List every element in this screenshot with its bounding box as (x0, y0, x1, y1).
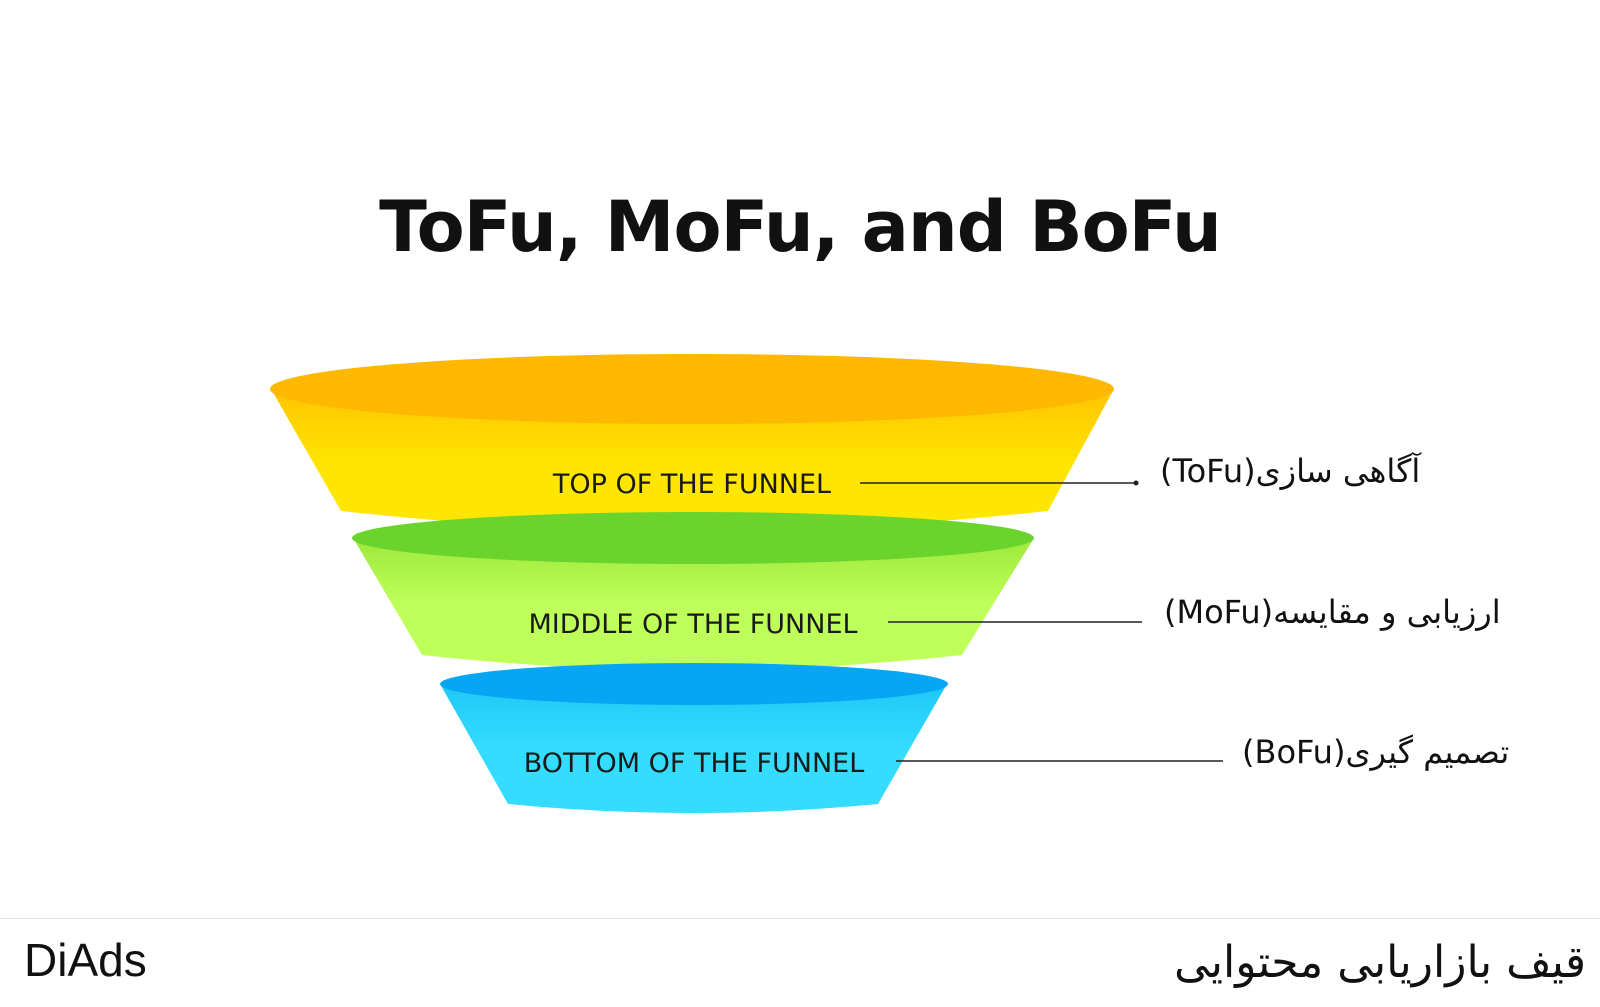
stage-label-bottom: BOTTOM OF THE FUNNEL (524, 748, 865, 779)
brand-logo-text: DiAds (24, 934, 147, 986)
stage-label-middle: MIDDLE OF THE FUNNEL (528, 609, 857, 640)
annotation-bofu: تصمیم گیری(BoFu) (1242, 733, 1510, 771)
funnel-section-bottom: BOTTOM OF THE FUNNEL (440, 663, 948, 813)
funnel-section-top: TOP OF THE FUNNEL (270, 354, 1114, 531)
stage-label-top: TOP OF THE FUNNEL (552, 469, 831, 500)
annotation-tofu: آگاهی سازی(ToFu) (1160, 452, 1421, 490)
funnel-body-middle (353, 538, 1034, 670)
funnel-diagram: TOP OF THE FUNNEL MIDDLE OF THE FUNNEL B… (270, 354, 1223, 813)
funnel-rim-top (270, 354, 1114, 424)
leader-dot-top (1133, 480, 1139, 486)
footer-bar: DiAds قیف بازاریابی محتوایی (0, 918, 1600, 1007)
funnel-rim-middle (352, 512, 1034, 564)
funnel-body-top (271, 389, 1114, 531)
funnel-body-bottom (440, 684, 947, 813)
annotation-mofu: ارزیابی و مقایسه(MoFu) (1164, 593, 1501, 631)
diagram-title: ToFu, MoFu, and BoFu (379, 186, 1222, 268)
funnel-section-middle: MIDDLE OF THE FUNNEL (352, 512, 1034, 670)
funnel-rim-bottom (440, 663, 948, 705)
footer-caption: قیف بازاریابی محتوایی (1174, 937, 1586, 988)
